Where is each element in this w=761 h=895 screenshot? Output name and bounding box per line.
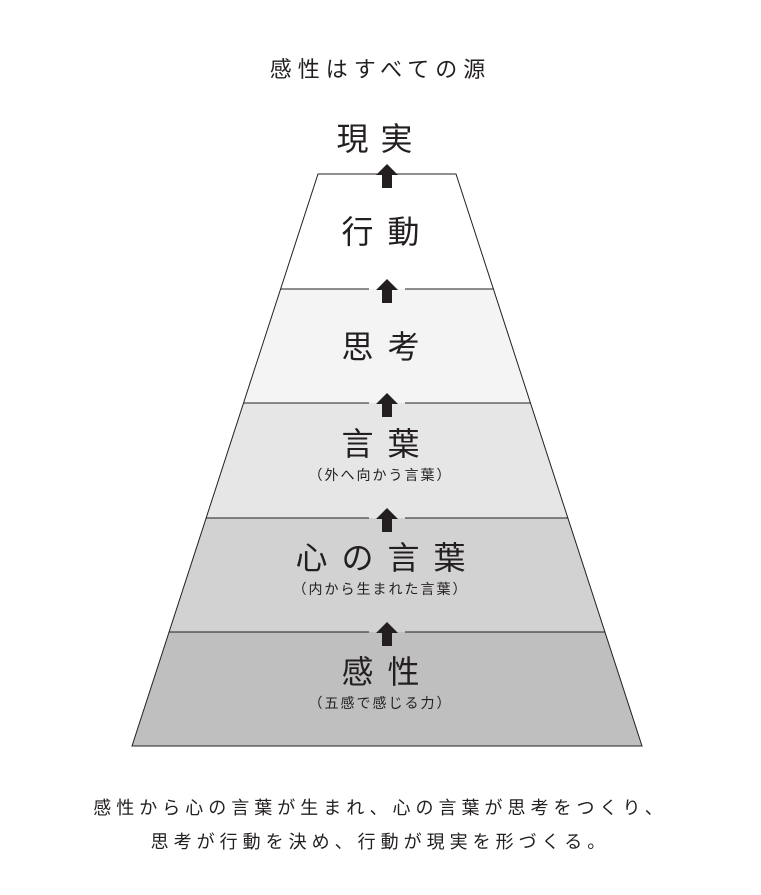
caption-line-2: 思考が行動を決め、行動が現実を形づくる。 xyxy=(150,832,611,853)
layer-subtitle: （外へ向かう言葉） xyxy=(308,468,453,484)
layer-subtitle: （五感で感じる力） xyxy=(308,696,453,712)
layer-title: 行動 xyxy=(341,213,434,251)
apex-label: 現実 xyxy=(336,120,425,158)
arrow-up-icon xyxy=(376,622,398,646)
caption: 感性から心の言葉が生まれ、心の言葉が思考をつくり、 思考が行動を決め、行動が現実… xyxy=(0,792,761,860)
pyramid-band xyxy=(243,289,531,403)
layer-title: 感性 xyxy=(341,653,434,691)
pyramid-band xyxy=(169,518,605,632)
arrow-up-icon xyxy=(376,508,398,532)
layer-words: 言葉 （外へ向かう言葉） xyxy=(0,424,761,486)
arrow-up-icon xyxy=(376,393,398,417)
caption-line-1: 感性から心の言葉が生まれ、心の言葉が思考をつくり、 xyxy=(93,798,668,819)
layer-title: 思考 xyxy=(341,328,434,366)
layer-subtitle: （内から生まれた言葉） xyxy=(292,582,469,598)
pyramid-band xyxy=(206,403,568,518)
layer-title: 心の言葉 xyxy=(295,539,480,577)
arrow-up-icon xyxy=(376,279,398,303)
layer-title: 言葉 xyxy=(341,425,434,463)
layer-sensibility: 感性 （五感で感じる力） xyxy=(0,652,761,714)
diagram-title: 感性はすべての源 xyxy=(269,58,492,83)
arrow-up-icon xyxy=(376,164,398,188)
pyramid-outline xyxy=(131,173,643,747)
layer-action: 行動 xyxy=(0,212,761,252)
layer-thought: 思考 xyxy=(0,327,761,367)
pyramid-band xyxy=(132,632,642,746)
layer-inner-words: 心の言葉 （内から生まれた言葉） xyxy=(0,538,761,600)
pyramid-band xyxy=(280,174,494,289)
